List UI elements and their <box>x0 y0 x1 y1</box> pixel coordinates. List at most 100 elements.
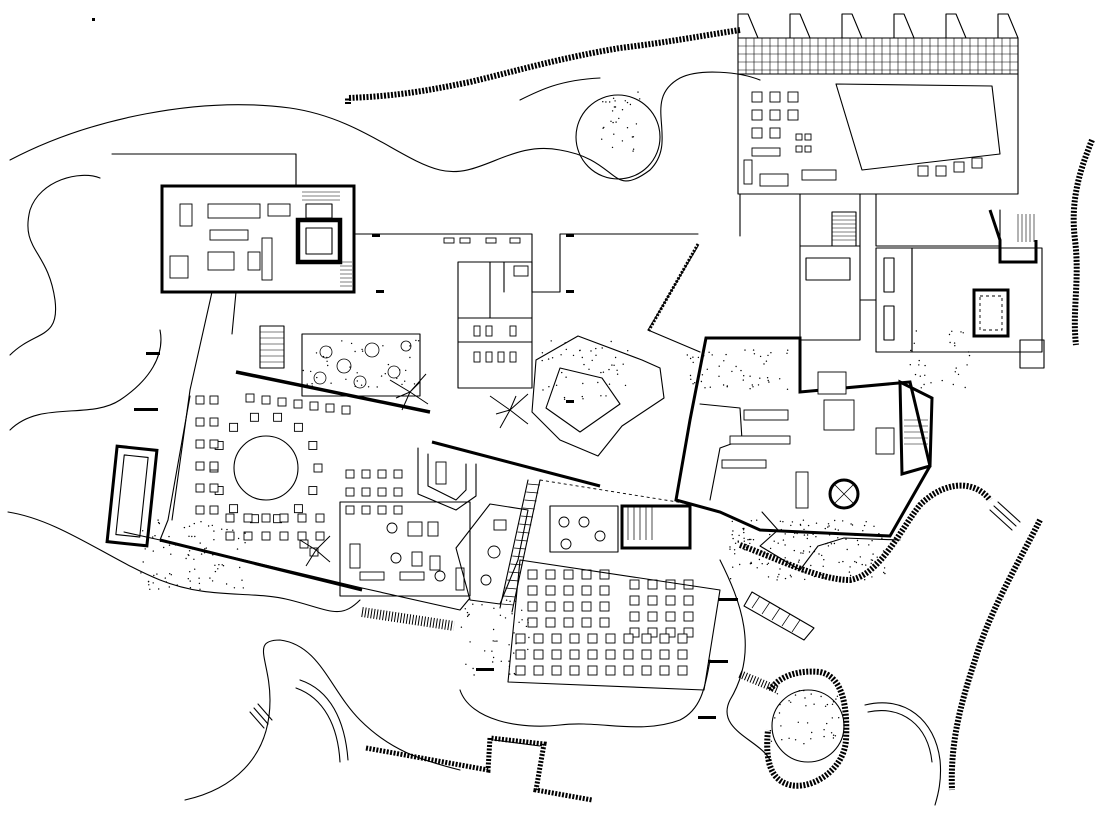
dining-table <box>605 649 616 660</box>
dining-table <box>533 633 544 644</box>
dining-table <box>209 395 219 405</box>
dining-table <box>393 505 403 515</box>
north-pond-edge <box>519 77 601 101</box>
dining-table <box>683 611 694 622</box>
south-dining-outline <box>507 559 721 691</box>
east-hedge-south <box>948 518 1043 791</box>
dining-table <box>563 601 574 612</box>
dining-table <box>665 611 676 622</box>
dining-table <box>249 412 259 422</box>
stipple-texture <box>140 91 971 745</box>
west-terrace <box>105 325 601 631</box>
east-hedges <box>738 138 1095 791</box>
dining-table <box>665 627 676 638</box>
south-contour-line <box>184 639 461 801</box>
south-terrace-steps <box>361 607 455 631</box>
dining-table <box>587 633 598 644</box>
dining-table <box>209 417 219 427</box>
dining-table <box>605 633 616 644</box>
dining-table <box>243 531 253 541</box>
pavilion-tables <box>743 91 983 187</box>
dining-table <box>551 633 562 644</box>
dining-table <box>377 505 387 515</box>
terrace-long-wall <box>235 370 431 414</box>
dining-table <box>629 595 640 606</box>
lounge-wedge <box>455 503 529 605</box>
east-lift <box>805 257 851 281</box>
dining-table <box>569 649 580 660</box>
east-stair-box-treads <box>627 506 653 540</box>
dining-table <box>527 585 538 596</box>
dining-table <box>245 393 255 403</box>
dining-table <box>659 649 670 660</box>
dining-table <box>623 633 634 644</box>
dining-table <box>527 601 538 612</box>
terrace-diagonal-wall <box>431 440 601 488</box>
dining-table <box>677 665 688 676</box>
kitchen-block <box>111 153 356 521</box>
dining-table <box>229 422 239 432</box>
west-steps-north <box>259 325 285 369</box>
dining-table <box>299 539 309 549</box>
stair-northeast <box>831 211 857 247</box>
north-pond <box>575 94 661 180</box>
west-steps-treads <box>260 331 284 363</box>
dining-table <box>209 439 219 449</box>
dining-table <box>243 513 253 523</box>
pavilion-roof-grid <box>738 38 1018 74</box>
dining-table <box>209 483 219 493</box>
courtyard-hedge <box>738 482 993 584</box>
dining-table <box>581 569 592 580</box>
east-restaurant-counters <box>721 371 895 509</box>
east-terrace-wall <box>988 209 1038 264</box>
dining-table <box>209 461 219 471</box>
dining-table <box>361 487 371 497</box>
east-stair-lower <box>1019 339 1045 369</box>
east-arc-path-inner <box>867 710 933 763</box>
pavilion-body <box>737 73 1019 195</box>
dining-table <box>563 585 574 596</box>
dining-table <box>527 569 538 580</box>
dining-table <box>569 633 580 644</box>
dining-table <box>665 579 676 590</box>
dining-table <box>315 531 325 541</box>
central-service-zone <box>353 233 701 457</box>
east-hedge-north <box>1070 138 1095 346</box>
central-circle-court <box>233 435 299 501</box>
dining-table <box>647 579 658 590</box>
inner-garden-court <box>531 335 665 457</box>
dining-table <box>279 513 289 523</box>
east-pool-inner <box>979 295 1003 331</box>
dining-table <box>647 611 658 622</box>
dining-table <box>629 627 640 638</box>
dining-table <box>345 469 355 479</box>
east-stair-treads <box>1017 214 1035 242</box>
dining-room-east-tables <box>558 516 606 550</box>
east-reflecting-pool <box>972 288 1010 338</box>
wc-block <box>457 261 533 389</box>
dining-table <box>377 487 387 497</box>
south-elements <box>249 501 1021 803</box>
dining-table <box>545 569 556 580</box>
south-steps-approach <box>249 703 273 729</box>
central-hall-outline <box>353 233 699 293</box>
dining-table <box>297 531 307 541</box>
dining-table <box>605 665 616 676</box>
dining-table <box>325 403 335 413</box>
south-lawn-edge <box>459 659 711 728</box>
dining-table <box>195 483 205 493</box>
dining-table <box>225 513 235 523</box>
bar-lounge <box>339 447 619 605</box>
lounge-wedge-seats <box>480 519 507 586</box>
west-garden-court <box>301 333 421 397</box>
dining-table <box>641 633 652 644</box>
garden-shrubs <box>313 340 412 389</box>
south-ramp-curve <box>295 679 349 763</box>
dining-table <box>515 649 526 660</box>
east-restaurant-outline <box>674 336 932 538</box>
wc-fixtures <box>473 265 529 363</box>
dining-table <box>545 617 556 628</box>
east-stair-box <box>620 504 692 550</box>
dining-table <box>647 595 658 606</box>
